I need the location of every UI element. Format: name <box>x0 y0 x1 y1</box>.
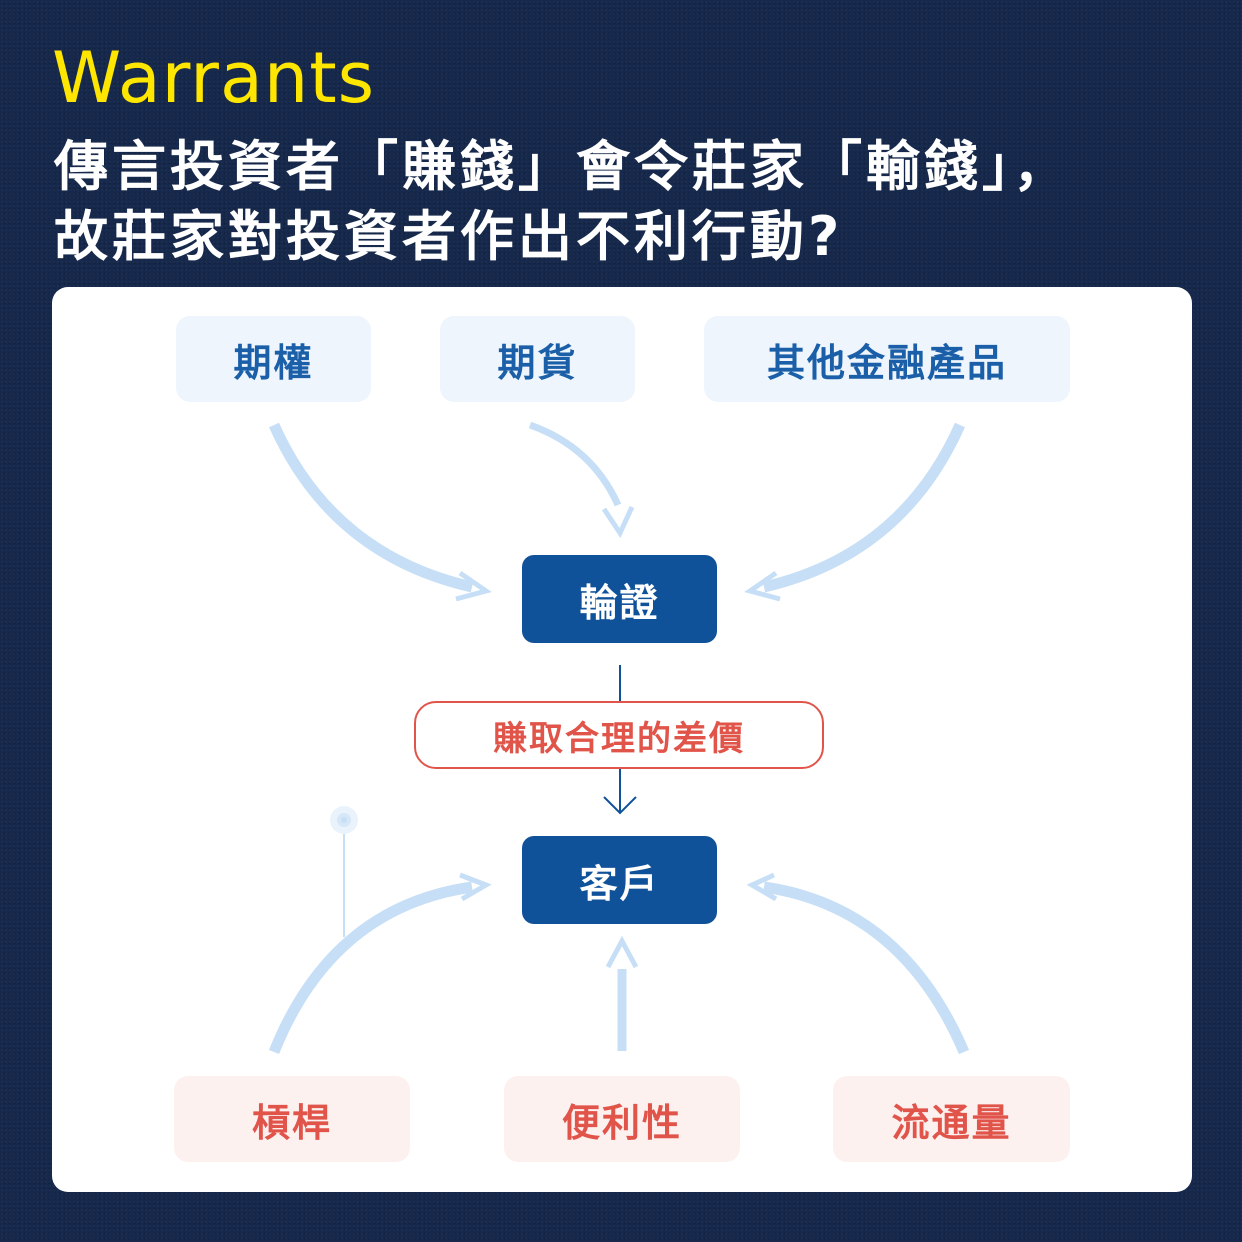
source-other-products: 其他金融產品 <box>704 316 1070 402</box>
headline-line-2: 故莊家對投資者作出不利行動? <box>54 205 844 268</box>
arrow-futures-to-warrant <box>528 421 622 507</box>
arrow-liquidity-to-client <box>763 881 970 1055</box>
decorative-marker-core <box>341 817 347 823</box>
factor-leverage: 槓桿 <box>174 1076 410 1162</box>
connector-arrows <box>268 421 970 1055</box>
arrowhead-other <box>744 570 781 602</box>
arrowhead-liquidity <box>746 872 778 902</box>
factor-liquidity: 流通量 <box>833 1076 1070 1162</box>
arrowhead-leverage <box>459 872 492 902</box>
arrowhead-futures <box>601 505 635 539</box>
source-futures: 期貨 <box>440 316 635 402</box>
arrow-options-to-warrant <box>268 422 474 593</box>
warrant-node: 輪證 <box>522 555 717 643</box>
client-node: 客戶 <box>522 836 717 924</box>
arrow-other-to-warrant <box>762 422 966 593</box>
brand-title: Warrants <box>52 37 376 119</box>
factor-convenience: 便利性 <box>504 1076 740 1162</box>
arrowhead-options <box>455 570 492 602</box>
spread-label: 賺取合理的差價 <box>414 701 824 769</box>
diagram-card: 期權 期貨 其他金融產品 輪證 賺取合理的差價 客戶 槓桿 便利性 流通量 <box>52 287 1192 1192</box>
headline: 傳言投資者「賺錢」會令莊家「輸錢」， 故莊家對投資者作出不利行動? <box>54 132 1071 272</box>
arrowhead-client <box>603 796 637 815</box>
arrow-leverage-to-client <box>268 881 473 1055</box>
arrowhead-convenience <box>605 935 639 969</box>
headline-line-1: 傳言投資者「賺錢」會令莊家「輸錢」， <box>54 135 1071 198</box>
source-options: 期權 <box>176 316 371 402</box>
